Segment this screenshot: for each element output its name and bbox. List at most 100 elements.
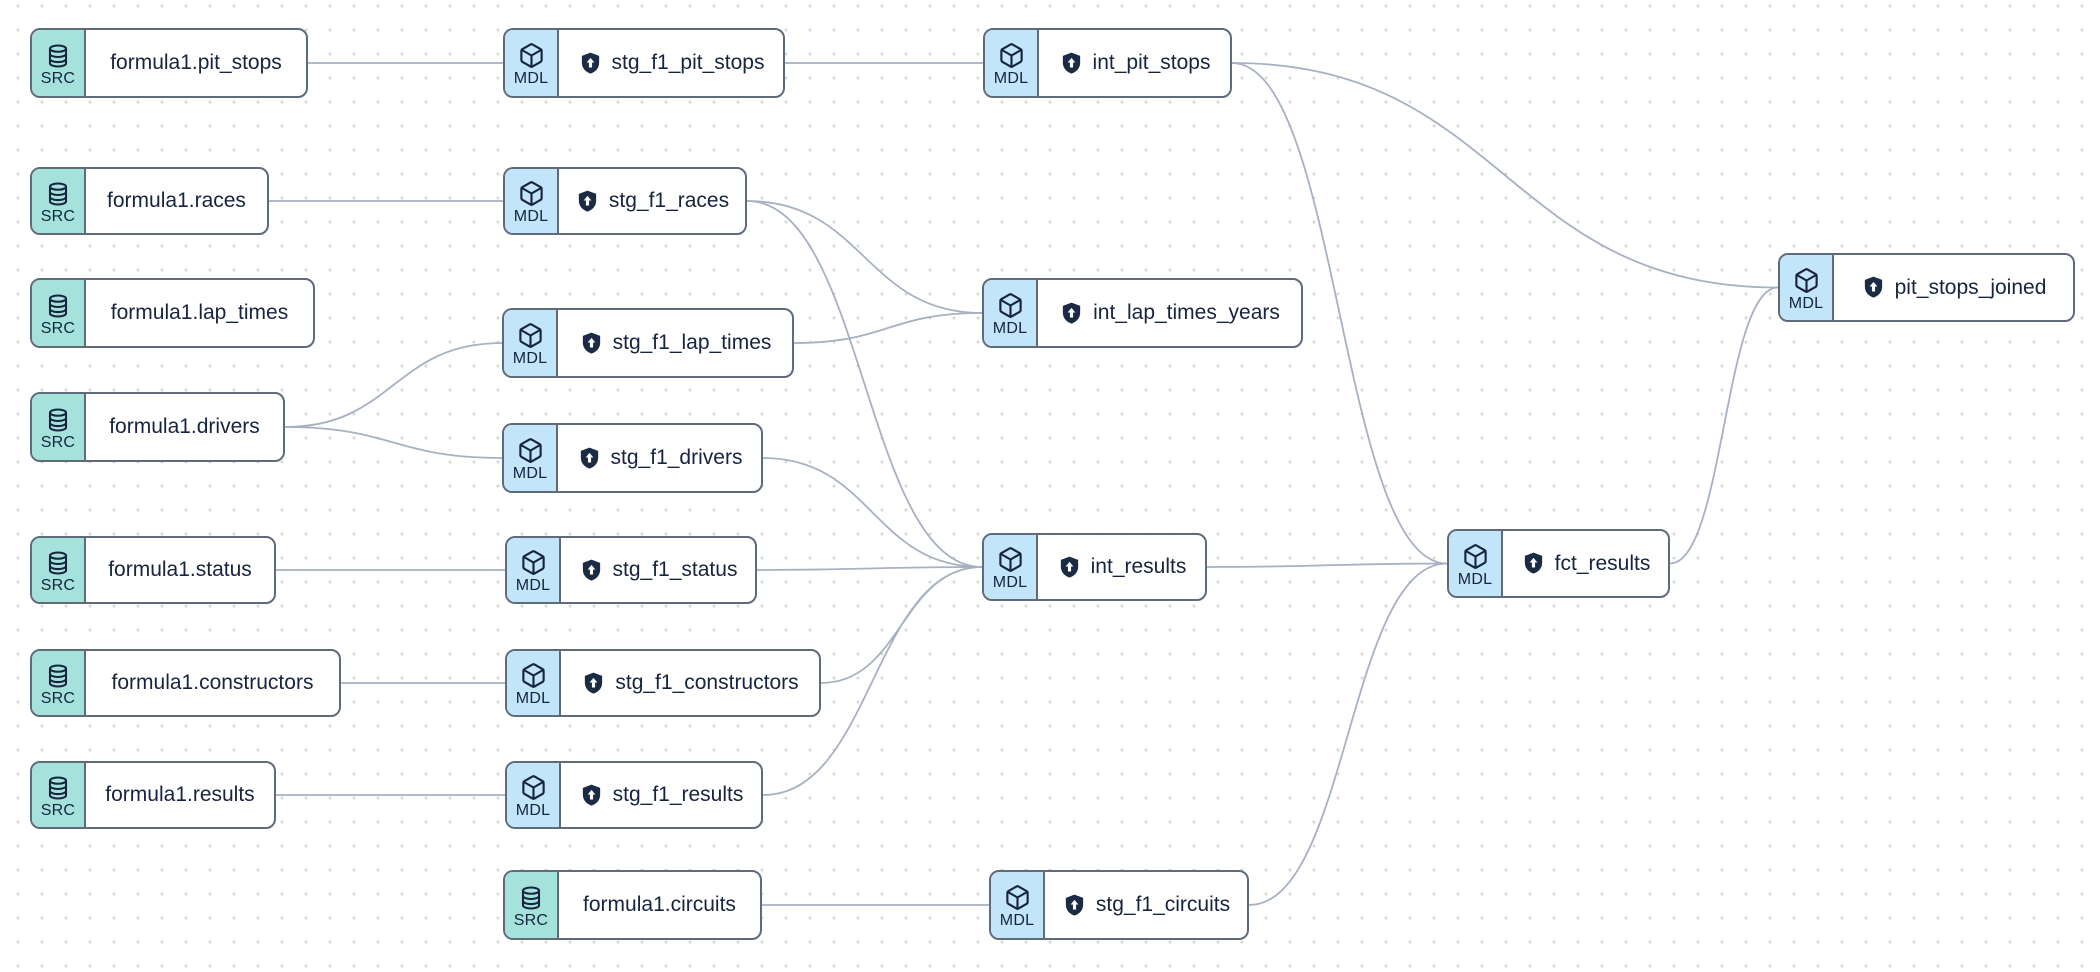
- database-icon: [518, 884, 544, 911]
- node-body: stg_f1_circuits: [1045, 872, 1247, 938]
- node-formula1-circuits[interactable]: SRC formula1.circuits: [503, 870, 762, 940]
- node-kind-block: MDL: [985, 30, 1039, 96]
- node-fct-results[interactable]: MDL fct_results: [1447, 529, 1670, 598]
- shield-icon: [581, 671, 606, 696]
- node-formula1-pit-stops[interactable]: SRC formula1.pit_stops: [30, 28, 308, 98]
- node-stg-f1-races[interactable]: MDL stg_f1_races: [503, 167, 747, 235]
- node-kind-block: MDL: [507, 763, 561, 827]
- node-label: stg_f1_races: [608, 189, 730, 212]
- node-body: int_pit_stops: [1039, 30, 1230, 96]
- cube-icon: [520, 662, 547, 689]
- node-kind-block: SRC: [32, 763, 86, 827]
- node-label: stg_f1_pit_stops: [611, 51, 765, 74]
- node-body: formula1.races: [86, 169, 267, 233]
- node-label: formula1.drivers: [109, 415, 260, 438]
- node-body: formula1.results: [86, 763, 274, 827]
- kind-badge-label: MDL: [512, 350, 548, 367]
- shield-icon: [1059, 301, 1084, 326]
- node-stg-f1-circuits[interactable]: MDL stg_f1_circuits: [989, 870, 1249, 940]
- cube-icon: [520, 549, 547, 576]
- node-stg-f1-pit-stops[interactable]: MDL stg_f1_pit_stops: [503, 28, 785, 98]
- node-formula1-drivers[interactable]: SRC formula1.drivers: [30, 392, 285, 462]
- kind-badge-label: SRC: [40, 434, 76, 451]
- node-label: int_pit_stops: [1092, 51, 1211, 74]
- node-label: formula1.circuits: [583, 893, 736, 916]
- kind-badge-label: MDL: [515, 577, 551, 594]
- node-label: stg_f1_drivers: [610, 446, 743, 469]
- node-label: int_lap_times_years: [1093, 301, 1280, 324]
- node-kind-block: MDL: [505, 30, 559, 96]
- node-kind-block: SRC: [32, 538, 86, 602]
- edge-stg-f1-races-to-int-results: [746, 200, 983, 568]
- node-label: formula1.races: [107, 189, 246, 212]
- cube-icon: [997, 292, 1024, 319]
- node-kind-block: SRC: [32, 651, 86, 715]
- cube-icon: [517, 437, 544, 464]
- cube-icon: [1004, 884, 1031, 911]
- database-icon: [45, 662, 71, 689]
- cube-icon: [998, 42, 1025, 69]
- shield-icon: [578, 51, 603, 76]
- kind-badge-label: MDL: [513, 208, 549, 225]
- kind-badge-label: SRC: [40, 577, 76, 594]
- node-body: formula1.status: [86, 538, 274, 602]
- kind-badge-label: SRC: [40, 690, 76, 707]
- kind-badge-label: MDL: [992, 574, 1028, 591]
- node-int-results[interactable]: MDL int_results: [982, 533, 1207, 601]
- node-label: formula1.status: [108, 558, 252, 581]
- node-label: fct_results: [1554, 551, 1651, 575]
- edge-int-pit-stops-to-fct-results: [1231, 62, 1448, 565]
- node-formula1-races[interactable]: SRC formula1.races: [30, 167, 269, 235]
- node-body: formula1.drivers: [86, 394, 283, 460]
- node-stg-f1-results[interactable]: MDL stg_f1_results: [505, 761, 763, 829]
- node-label: formula1.lap_times: [110, 301, 289, 324]
- kind-badge-label: MDL: [1457, 570, 1493, 588]
- edge-stg-f1-lap-times-to-int-lap-times-years: [793, 312, 983, 344]
- cube-icon: [520, 774, 547, 801]
- edge-fct-results-to-pit-stops-joined: [1669, 286, 1779, 565]
- shield-icon: [579, 783, 604, 808]
- node-body: int_lap_times_years: [1038, 280, 1301, 346]
- node-stg-f1-lap-times[interactable]: MDL stg_f1_lap_times: [502, 308, 794, 378]
- node-stg-f1-drivers[interactable]: MDL stg_f1_drivers: [502, 423, 763, 493]
- kind-badge-label: MDL: [515, 802, 551, 819]
- node-formula1-constructors[interactable]: SRC formula1.constructors: [30, 649, 341, 717]
- node-int-pit-stops[interactable]: MDL int_pit_stops: [983, 28, 1232, 98]
- node-label: stg_f1_constructors: [615, 671, 799, 694]
- node-int-lap-times-years[interactable]: MDL int_lap_times_years: [982, 278, 1303, 348]
- kind-badge-label: MDL: [515, 690, 551, 707]
- cube-icon: [1793, 267, 1820, 294]
- edge-stg-f1-circuits-to-fct-results: [1248, 562, 1448, 906]
- node-stg-f1-status[interactable]: MDL stg_f1_status: [505, 536, 757, 604]
- node-formula1-status[interactable]: SRC formula1.status: [30, 536, 276, 604]
- shield-icon: [1057, 555, 1082, 580]
- node-kind-block: SRC: [505, 872, 559, 938]
- node-body: fct_results: [1503, 531, 1668, 596]
- node-kind-block: SRC: [32, 169, 86, 233]
- shield-icon: [1059, 51, 1084, 76]
- kind-badge-label: SRC: [40, 802, 76, 819]
- database-icon: [45, 42, 71, 69]
- node-body: stg_f1_constructors: [561, 651, 819, 715]
- kind-badge-label: MDL: [992, 320, 1028, 337]
- database-icon: [45, 549, 71, 576]
- node-pit-stops-joined[interactable]: MDL pit_stops_joined: [1778, 253, 2075, 322]
- node-stg-f1-constructors[interactable]: MDL stg_f1_constructors: [505, 649, 821, 717]
- shield-icon: [1521, 551, 1546, 576]
- node-formula1-results[interactable]: SRC formula1.results: [30, 761, 276, 829]
- node-kind-block: MDL: [984, 280, 1038, 346]
- shield-icon: [577, 446, 602, 471]
- node-formula1-lap-times[interactable]: SRC formula1.lap_times: [30, 278, 315, 348]
- kind-badge-label: MDL: [999, 912, 1035, 929]
- cube-icon: [518, 180, 545, 207]
- database-icon: [45, 180, 71, 207]
- node-body: formula1.circuits: [559, 872, 760, 938]
- edge-stg-f1-results-to-int-results: [762, 566, 983, 796]
- cube-icon: [517, 322, 544, 349]
- edge-stg-f1-status-to-int-results: [756, 566, 983, 571]
- node-kind-block: MDL: [1449, 531, 1503, 596]
- node-kind-block: MDL: [504, 310, 558, 376]
- edge-stg-f1-drivers-to-int-results: [762, 457, 983, 568]
